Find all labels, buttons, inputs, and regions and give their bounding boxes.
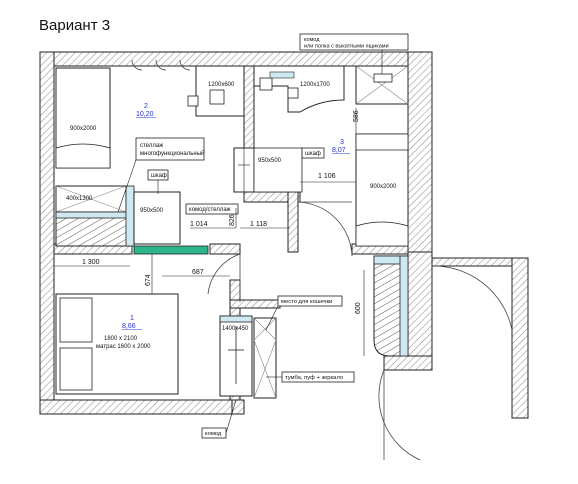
- desk-room3: 1200x1700: [253, 65, 345, 113]
- top-chest: комод или полка с выкатными ящиками: [299, 33, 409, 105]
- room-2-label: 2 10,20: [136, 103, 156, 118]
- dim-1300: 1 300: [82, 259, 100, 266]
- svg-text:или полка с выкатными ящиками: или полка с выкатными ящиками: [304, 44, 389, 50]
- cat-place-label: место для кошечки: [281, 299, 332, 305]
- bed-room3: 900x2000: [355, 133, 409, 247]
- cat-place: место для кошечки: [253, 295, 343, 399]
- bed-room3-size: 900x2000: [370, 184, 397, 190]
- wardrobe-label-room2: шкаф: [151, 173, 167, 179]
- double-bed: 1800 x 2100 матрас 1600 x 2000: [55, 293, 179, 395]
- bed-room2: 900x2000: [55, 67, 111, 169]
- room-1-number: 1: [130, 315, 134, 322]
- bed-room2-size: 900x2000: [70, 126, 97, 132]
- door-swings: [131, 59, 513, 461]
- chest-400: 400x1300: [55, 185, 127, 213]
- room-2-area: 10,20: [136, 111, 154, 118]
- wardrobe-central: 950x500 шкаф: [233, 147, 325, 193]
- room-3-number: 3: [340, 139, 344, 146]
- dimension-lines: [54, 108, 365, 356]
- dim-1106: 1 106: [318, 173, 336, 180]
- plan-title: Вариант 3: [39, 17, 111, 34]
- double-bed-size: 1800 x 2100: [104, 336, 138, 342]
- chest-shelving-label: комод/стеллаж: [189, 207, 231, 213]
- dim-674: 674: [145, 274, 152, 286]
- wardrobe-label-central: шкаф: [305, 151, 321, 157]
- dim-826: 826: [229, 214, 236, 226]
- teal-cabinet: [133, 245, 209, 255]
- dim-600: 600: [355, 302, 362, 314]
- wardrobe-central-size: 950x500: [258, 158, 282, 164]
- top-chest-label-2: или полка с выкатными ящиками: [304, 44, 389, 50]
- double-bed-mattress: матрас 1600 x 2000: [96, 344, 151, 350]
- desk-room2: 1200x600: [187, 65, 245, 117]
- hall-wardrobe: [373, 255, 409, 357]
- room-1-label: 1 8,66: [122, 315, 142, 330]
- dim-586: 586: [353, 110, 360, 122]
- dim-687: 687: [192, 269, 204, 276]
- room-1-area: 8,66: [122, 323, 136, 330]
- chest-bottom-label: комод: [205, 431, 222, 437]
- shelving-label-1: стеллаж: [140, 143, 163, 149]
- wardrobe-room2: 950x500 шкаф: [133, 169, 209, 255]
- dim-1014: 1 014: [190, 221, 208, 228]
- desk-room2-size: 1200x600: [208, 82, 235, 88]
- room-3-area: 8,07: [332, 147, 346, 154]
- chest-bottom-callout: комод: [201, 399, 237, 439]
- cabinet-1400-size: 1400x450: [222, 326, 249, 332]
- room-2-number: 2: [144, 103, 148, 110]
- nightstand-label: тумба, пуф + зеркало: [285, 375, 343, 381]
- dimension-labels: 586 1 106 1 014 826 1 118 1 300 687 674 …: [82, 110, 362, 314]
- shelving-label-2: многофункциональный: [140, 150, 204, 157]
- room-3-label: 3 8,07: [332, 139, 350, 154]
- shelving-callout: стеллаж многофункциональный: [117, 137, 205, 213]
- desk-room3-size: 1200x1700: [300, 82, 330, 88]
- svg-text:комод: комод: [304, 37, 320, 43]
- nightstand-callout: тумба, пуф + зеркало: [266, 371, 355, 383]
- cabinet-1400: 1400x450: [219, 315, 253, 397]
- wardrobe-room2-size: 950x500: [140, 208, 164, 214]
- top-chest-label-1: комод: [304, 37, 320, 43]
- chest-400-size: 400x1300: [66, 196, 93, 202]
- dim-1118: 1 118: [250, 221, 267, 228]
- chest-shelving-callout: комод/стеллаж: [185, 203, 239, 215]
